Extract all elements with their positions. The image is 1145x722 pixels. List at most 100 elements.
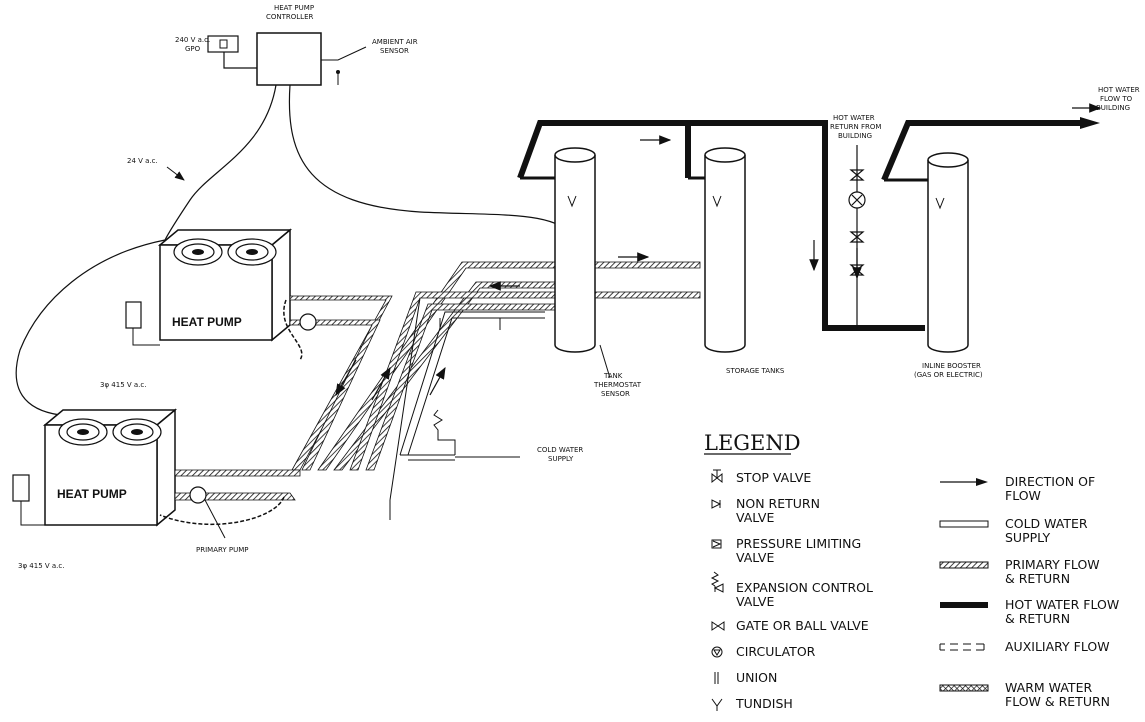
legend-label: HOT WATER FLOW bbox=[1005, 597, 1119, 612]
storage-tank-1 bbox=[520, 147, 596, 353]
tank-sensor-label-1: TANK bbox=[603, 372, 623, 380]
legend-label: WARM WATER bbox=[1005, 680, 1092, 695]
legend-label: GATE OR BALL VALVE bbox=[736, 618, 869, 633]
legend-item: AUXILIARY FLOW bbox=[939, 639, 1110, 654]
hw-flow-label-2: FLOW TO bbox=[1100, 95, 1133, 103]
primary-pump-label: PRIMARY PUMP bbox=[196, 546, 249, 554]
heat-pump-label: HEAT PUMP bbox=[57, 487, 127, 501]
ambient-label-1: AMBIENT AIR bbox=[372, 38, 418, 46]
wire-label: 24 V a.c. bbox=[127, 157, 158, 165]
legend-label: SUPPLY bbox=[1005, 530, 1050, 545]
legend-label: UNION bbox=[736, 670, 777, 685]
control-wiring bbox=[15, 84, 596, 416]
legend-label: PRIMARY FLOW bbox=[1005, 557, 1100, 572]
legend-label: FLOW bbox=[1005, 488, 1041, 503]
legend-label: TUNDISH bbox=[735, 696, 793, 711]
heat-pump-unit-upper: HEAT PUMP 3φ 415 V a.c. bbox=[100, 228, 293, 389]
booster-label-1: INLINE BOOSTER bbox=[922, 362, 981, 370]
hot-water-return-line bbox=[848, 145, 866, 330]
hw-return-label-2: RETURN FROM bbox=[830, 123, 881, 131]
warm-water-line-icon bbox=[939, 684, 989, 692]
cold-water-label-1: COLD WATER bbox=[537, 446, 583, 454]
heat-pump-controller: HEAT PUMP CONTROLLER bbox=[256, 4, 322, 86]
legend-label: VALVE bbox=[736, 594, 774, 609]
ambient-label-2: SENSOR bbox=[380, 47, 409, 55]
legend-item: UNION bbox=[714, 670, 777, 685]
hw-return-label-1: HOT WATER bbox=[833, 114, 875, 122]
flow-arrow-icon bbox=[1080, 117, 1100, 129]
gpo-label-2: GPO bbox=[185, 45, 201, 53]
flow-arrow-icon bbox=[940, 478, 988, 486]
fan-icon bbox=[112, 418, 162, 446]
legend-label: STOP VALVE bbox=[736, 470, 811, 485]
booster-label-2: (GAS OR ELECTRIC) bbox=[914, 371, 983, 379]
gpo-outlet: 240 V a.c. GPO bbox=[175, 35, 257, 69]
legend-label: DIRECTION OF bbox=[1005, 474, 1095, 489]
cold-water-label-2: SUPPLY bbox=[548, 455, 574, 463]
controller-label-1: HEAT PUMP bbox=[274, 4, 314, 12]
cold-water-line-icon bbox=[939, 520, 989, 528]
legend-label: EXPANSION CONTROL bbox=[736, 580, 873, 595]
legend-item: TUNDISH bbox=[711, 696, 793, 711]
primary-pipework bbox=[159, 261, 701, 526]
stop-valve-icon bbox=[711, 469, 723, 484]
primary-line-icon bbox=[939, 561, 989, 569]
heat-pump-label: HEAT PUMP bbox=[172, 315, 242, 329]
gpo-label-1: 240 V a.c. bbox=[175, 36, 210, 44]
ambient-air-sensor: AMBIENT AIR SENSOR bbox=[321, 38, 418, 85]
legend-item: STOP VALVE bbox=[711, 469, 811, 485]
legend-label: FLOW & RETURN bbox=[1005, 694, 1110, 709]
legend-title: LEGEND bbox=[704, 431, 801, 455]
circulator-icon bbox=[711, 646, 723, 658]
tank-sensor-label-3: SENSOR bbox=[601, 390, 630, 398]
legend-item: CIRCULATOR bbox=[711, 644, 816, 659]
legend-label: PRESSURE LIMITING bbox=[736, 536, 861, 551]
expansion-control-valve-icon bbox=[710, 571, 724, 593]
fan-icon bbox=[58, 418, 108, 446]
hot-water-line-icon bbox=[940, 602, 988, 608]
legend-label: NON RETURN bbox=[736, 496, 820, 511]
legend-label: & RETURN bbox=[1005, 611, 1070, 626]
union-icon bbox=[714, 672, 719, 684]
hw-return-label-3: BUILDING bbox=[838, 132, 872, 140]
controller-label-2: CONTROLLER bbox=[266, 13, 314, 21]
auxiliary-line-icon bbox=[939, 643, 985, 651]
legend: LEGEND bbox=[704, 431, 801, 455]
storage-tank-2 bbox=[688, 147, 746, 353]
tank-sensor-label-2: THERMOSTAT bbox=[593, 381, 642, 389]
hw-flow-label-3: BUILDING bbox=[1096, 104, 1130, 112]
tundish-icon bbox=[711, 698, 723, 711]
legend-item: PRIMARY FLOW& RETURN bbox=[939, 557, 1100, 586]
supply-label: 3φ 415 V a.c. bbox=[18, 562, 64, 570]
legend-label: CIRCULATOR bbox=[736, 644, 816, 659]
legend-label: VALVE bbox=[736, 550, 774, 565]
supply-label: 3φ 415 V a.c. bbox=[100, 381, 146, 389]
legend-item: HOT WATER FLOW& RETURN bbox=[940, 597, 1119, 626]
legend-label: COLD WATER bbox=[1005, 516, 1088, 531]
flow-arrows bbox=[335, 103, 1102, 401]
cold-water-pipework: COLD WATER SUPPLY bbox=[399, 311, 583, 463]
pressure-limiting-valve-icon bbox=[711, 539, 722, 549]
fan-icon bbox=[227, 238, 277, 266]
non-return-valve-icon bbox=[711, 499, 722, 509]
inline-booster-tank bbox=[884, 152, 969, 353]
legend-label: AUXILIARY FLOW bbox=[1005, 639, 1110, 654]
fan-icon bbox=[173, 238, 223, 266]
legend-label: & RETURN bbox=[1005, 571, 1070, 586]
hw-flow-label-1: HOT WATER bbox=[1098, 86, 1140, 94]
legend-item: GATE OR BALL VALVE bbox=[711, 618, 869, 633]
legend-label: VALVE bbox=[736, 510, 774, 525]
heat-pump-unit-lower: HEAT PUMP 3φ 415 V a.c. bbox=[12, 408, 178, 570]
gate-valve-icon bbox=[711, 621, 725, 631]
hot-water-pipework bbox=[517, 120, 1080, 331]
storage-tanks-label: STORAGE TANKS bbox=[726, 367, 785, 375]
